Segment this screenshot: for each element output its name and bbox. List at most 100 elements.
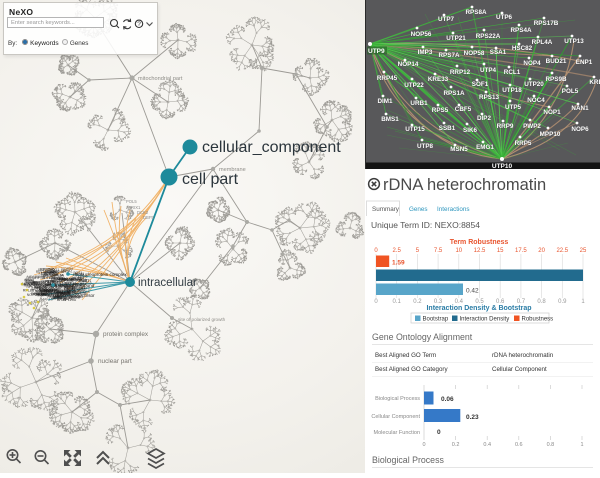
svg-text:Interaction Density & Bootstra: Interaction Density & Bootstrap <box>426 305 531 312</box>
svg-text:NOC2: NOC2 <box>50 286 60 290</box>
svg-text:LSG1: LSG1 <box>76 285 85 289</box>
svg-text:RPS1A: RPS1A <box>444 90 465 97</box>
svg-text:RPS17B: RPS17B <box>534 20 559 27</box>
svg-text:RCL1: RCL1 <box>504 69 521 76</box>
svg-text:RRP12: RRP12 <box>65 282 77 286</box>
svg-text:RPF2: RPF2 <box>60 292 69 296</box>
svg-text:Genes: Genes <box>409 206 428 213</box>
svg-text:RPL10: RPL10 <box>62 278 73 282</box>
svg-text:RPS0B: RPS0B <box>47 295 59 299</box>
svg-text:1: 1 <box>580 442 583 448</box>
svg-text:YTM1: YTM1 <box>49 291 59 295</box>
svg-text:KRE: KRE <box>589 79 600 86</box>
svg-text:RPL31A: RPL31A <box>67 289 81 293</box>
svg-text:TIF6: TIF6 <box>67 292 74 296</box>
svg-text:DBF5: DBF5 <box>143 215 154 220</box>
svg-text:NSA2: NSA2 <box>64 296 73 300</box>
svg-text:KRE33: KRE33 <box>428 76 449 83</box>
svg-text:0.06: 0.06 <box>441 396 454 403</box>
svg-text:Bootstrap: Bootstrap <box>423 317 449 323</box>
svg-text:NOP1: NOP1 <box>543 109 561 116</box>
svg-text:intracellular: intracellular <box>138 277 197 289</box>
svg-text:25: 25 <box>580 248 587 254</box>
svg-text:RPL9A: RPL9A <box>65 291 77 295</box>
svg-text:RPL32: RPL32 <box>38 284 49 288</box>
svg-text:ERB1: ERB1 <box>60 283 69 287</box>
svg-text:membrane: membrane <box>219 167 246 173</box>
svg-text:RPL4B: RPL4B <box>36 290 48 294</box>
svg-text:RPS6A: RPS6A <box>48 290 60 294</box>
svg-text:NSA1: NSA1 <box>45 283 54 287</box>
svg-text:MSN5: MSN5 <box>450 146 468 153</box>
svg-text:RPL4B: RPL4B <box>53 277 65 281</box>
svg-text:YTM1: YTM1 <box>51 277 61 281</box>
svg-text:TIF6: TIF6 <box>51 289 58 293</box>
svg-text:NOG1: NOG1 <box>38 293 48 297</box>
svg-text:RPS13: RPS13 <box>479 94 499 101</box>
svg-text:Best Aligned GO Category: Best Aligned GO Category <box>375 366 448 373</box>
svg-text:BRX1: BRX1 <box>54 283 63 287</box>
svg-text:NSA2: NSA2 <box>76 288 85 292</box>
svg-text:NOC2: NOC2 <box>64 297 74 301</box>
svg-text:RPL31A: RPL31A <box>42 280 56 284</box>
svg-text:ERB1: ERB1 <box>21 282 30 286</box>
svg-text:SQT1: SQT1 <box>56 278 65 282</box>
svg-text:UTP6: UTP6 <box>66 288 75 292</box>
svg-text:RPL10: RPL10 <box>39 288 50 292</box>
svg-text:UTP9: UTP9 <box>368 48 385 55</box>
svg-text:RPS7A: RPS7A <box>439 52 460 59</box>
svg-text:EBP2: EBP2 <box>53 295 62 299</box>
svg-text:LSG1: LSG1 <box>26 280 35 284</box>
svg-text:SSB1: SSB1 <box>439 125 456 132</box>
svg-text:0.6: 0.6 <box>515 442 523 448</box>
svg-text:PWP2: PWP2 <box>523 123 541 130</box>
svg-text:Biological Process: Biological Process <box>375 396 420 402</box>
svg-text:LSG1: LSG1 <box>39 293 48 297</box>
svg-text:RPS4A: RPS4A <box>511 27 532 34</box>
svg-text:12.5: 12.5 <box>474 248 486 254</box>
svg-text:RRP12: RRP12 <box>27 282 39 286</box>
svg-text:protein complex: protein complex <box>103 331 149 338</box>
svg-text:DRS1: DRS1 <box>26 276 36 280</box>
svg-text:JJJ1: JJJ1 <box>42 293 49 297</box>
svg-text:RRP12: RRP12 <box>33 283 45 287</box>
svg-text:NOP58: NOP58 <box>61 267 73 271</box>
svg-text:UTP5: UTP5 <box>505 104 522 111</box>
svg-text:NOG2: NOG2 <box>51 288 61 292</box>
svg-text:RLP24: RLP24 <box>44 286 55 290</box>
svg-text:RPF2: RPF2 <box>45 272 54 276</box>
svg-text:NSA2: NSA2 <box>59 277 68 281</box>
svg-text:RPL16A: RPL16A <box>41 272 55 276</box>
svg-text:SSF1: SSF1 <box>76 287 85 291</box>
svg-text:NOP58: NOP58 <box>64 286 76 290</box>
svg-text:BRX1: BRX1 <box>50 271 59 275</box>
svg-text:Interaction Density: Interaction Density <box>460 317 510 323</box>
svg-text:RPS0B: RPS0B <box>58 291 70 295</box>
svg-text:RPS6A: RPS6A <box>39 288 51 292</box>
svg-text:MRT4: MRT4 <box>54 291 64 295</box>
svg-text:LSG1: LSG1 <box>56 282 65 286</box>
svg-text:UTP13: UTP13 <box>564 38 584 45</box>
svg-text:0: 0 <box>422 442 425 448</box>
svg-text:RPL20A: RPL20A <box>38 290 52 294</box>
svg-text:RPL7A: RPL7A <box>51 285 63 289</box>
svg-text:RPS22A: RPS22A <box>476 33 501 40</box>
svg-text:ARX1: ARX1 <box>41 293 50 297</box>
svg-text:10: 10 <box>455 248 462 254</box>
svg-text:Summary: Summary <box>372 206 400 213</box>
svg-text:RPL16A: RPL16A <box>79 281 93 285</box>
svg-text:RPL32: RPL32 <box>50 293 61 297</box>
svg-text:IMP3: IMP3 <box>418 49 433 56</box>
svg-text:UTP4: UTP4 <box>480 67 497 74</box>
svg-text:22.5: 22.5 <box>556 248 568 254</box>
svg-text:RLP7: RLP7 <box>80 279 89 283</box>
svg-text:RPL9A: RPL9A <box>78 290 90 294</box>
svg-text:0.5: 0.5 <box>475 299 484 305</box>
svg-text:RPS8A: RPS8A <box>466 9 487 16</box>
svg-text:BRX1: BRX1 <box>57 298 66 302</box>
svg-text:RPL8B: RPL8B <box>48 294 60 298</box>
svg-text:UTP6: UTP6 <box>67 291 76 295</box>
svg-text:DRS1: DRS1 <box>73 277 83 281</box>
svg-text:NOP58: NOP58 <box>65 278 77 282</box>
svg-text:RPS6A: RPS6A <box>58 292 70 296</box>
